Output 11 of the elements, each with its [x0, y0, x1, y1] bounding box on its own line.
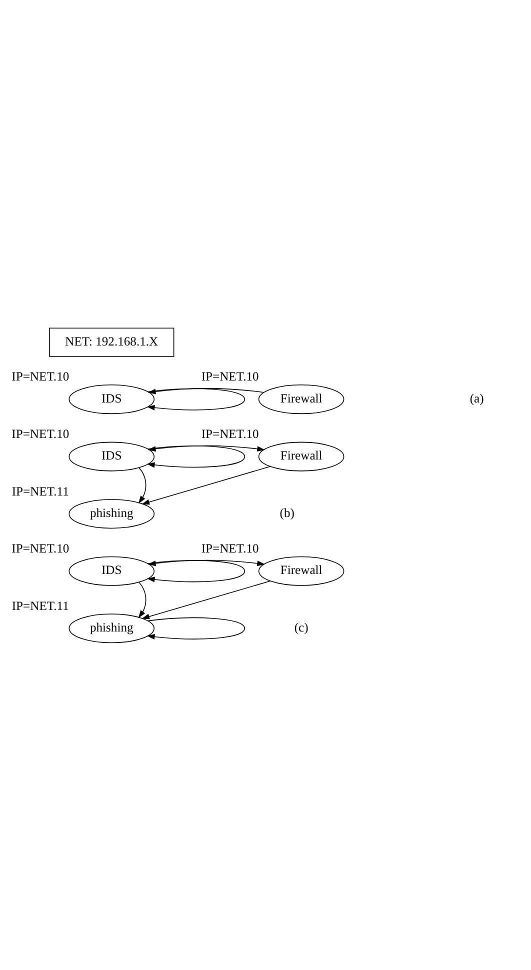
node-label: IP=NET.10 [12, 426, 70, 440]
node-label: IP=NET.11 [12, 484, 69, 498]
node-label: IP=NET.10 [12, 541, 70, 556]
label: (a) [470, 390, 484, 405]
node-label: IP=NET.10 [201, 541, 259, 556]
label: (b) [280, 505, 294, 520]
node-label: IP=NET.11 [12, 598, 69, 612]
node-label: IP=NET.10 [201, 369, 259, 384]
node-label: IP=NET.10 [201, 426, 259, 440]
node-label: IP=NET.10 [12, 369, 70, 384]
label: (c) [294, 620, 308, 634]
